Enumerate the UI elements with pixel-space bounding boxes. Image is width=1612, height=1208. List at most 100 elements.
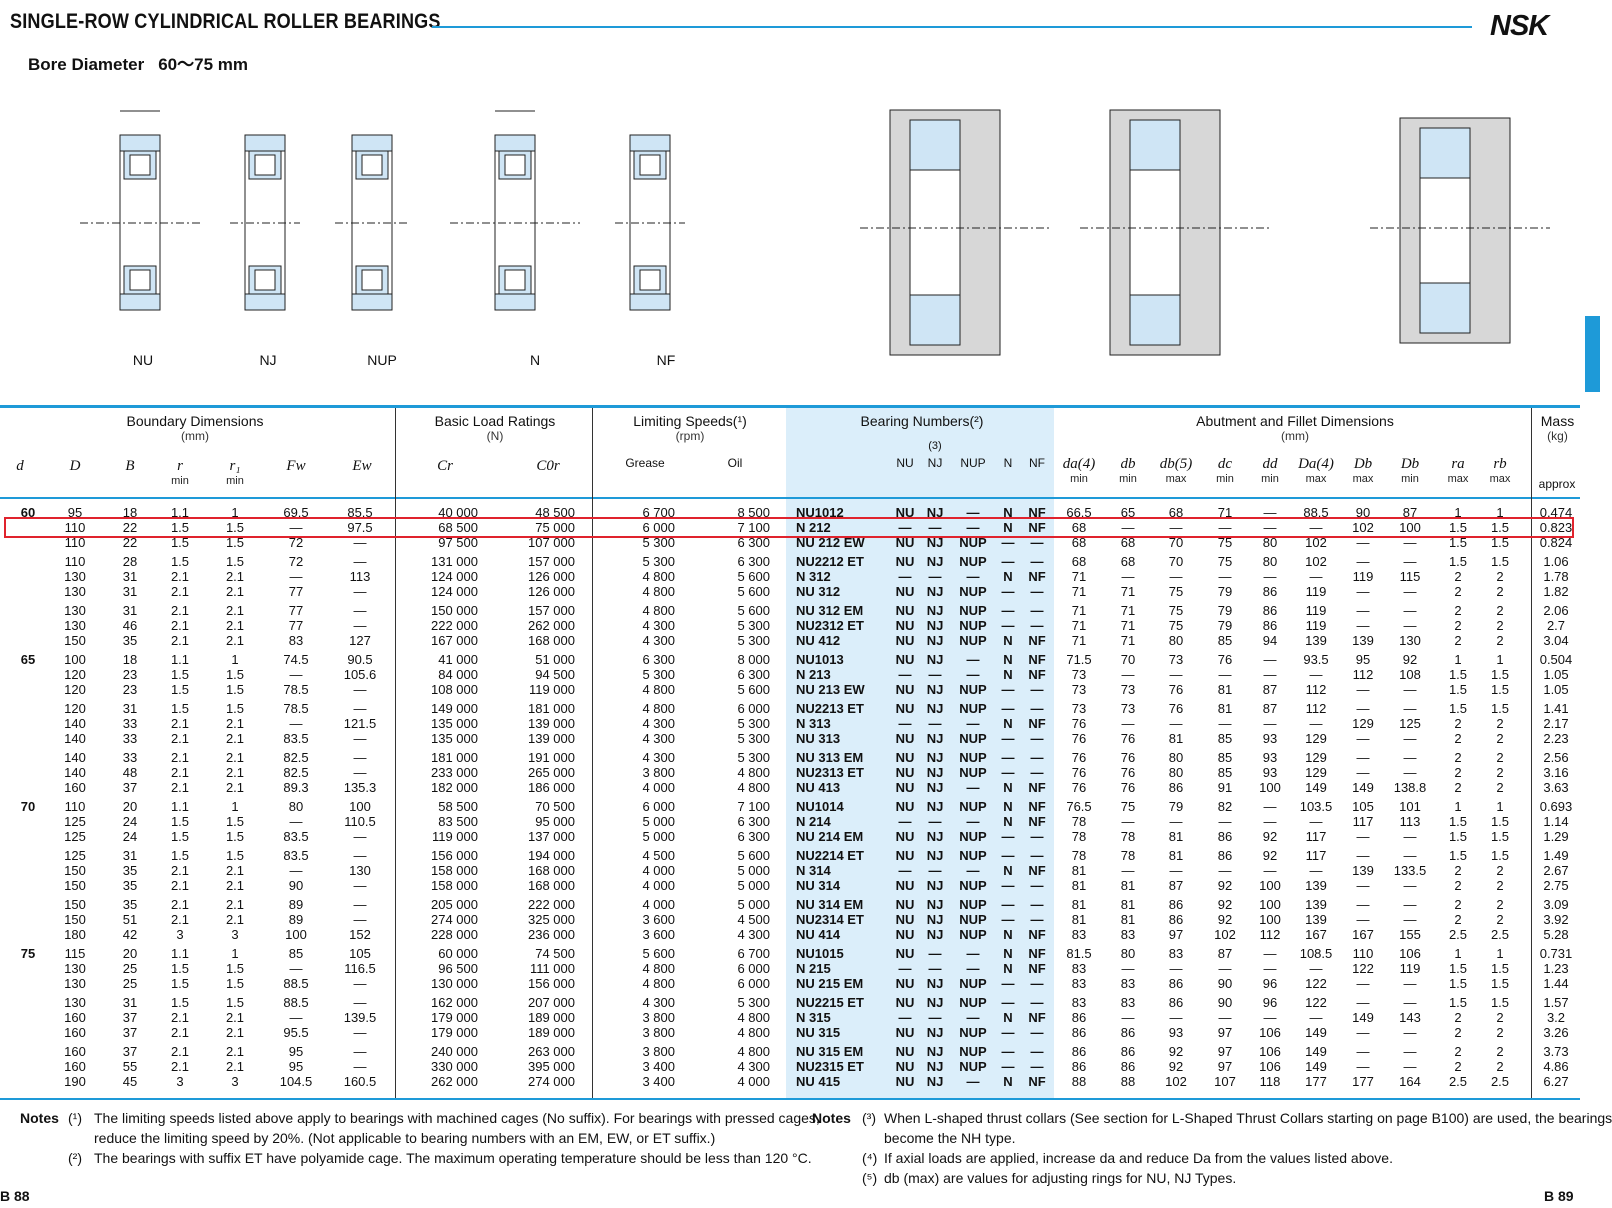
cell-bearing-number: NU2314 ET: [796, 912, 864, 927]
cell-nf: NF: [1028, 716, 1046, 731]
cell-dd: 87: [1262, 682, 1278, 697]
cell-dc: 92: [1217, 878, 1233, 893]
cell-mass: 2.67: [1543, 863, 1569, 878]
cell-Db-max: 167: [1352, 927, 1374, 942]
cell-c0r: 222 000: [528, 897, 575, 912]
cell-dd: —: [1263, 716, 1277, 731]
row-highlight[interactable]: [4, 517, 1574, 538]
cell-Da: —: [1309, 814, 1323, 829]
cell-ew: 130: [349, 863, 371, 878]
cell-c0r: 95 000: [535, 814, 575, 829]
cell-ew: —: [353, 1044, 367, 1059]
cell-oil: 4 800: [737, 765, 770, 780]
cell-da: 81.5: [1066, 946, 1092, 961]
cell-ra: 1.5: [1448, 535, 1468, 550]
cell-rb: 2: [1496, 569, 1504, 584]
cell-ew: —: [353, 603, 367, 618]
cell-cr: 40 000: [438, 505, 478, 520]
cell-fw: —: [289, 814, 303, 829]
cell-r: 2.1: [170, 750, 190, 765]
cell-fw: —: [289, 716, 303, 731]
cell-ew: —: [353, 897, 367, 912]
cell-nf: —: [1030, 750, 1044, 765]
cell-ra: 1: [1454, 946, 1462, 961]
cell-dd: —: [1263, 667, 1277, 682]
cell-r1: 1.5: [225, 961, 245, 976]
cell-Da: 112: [1305, 701, 1327, 716]
cell-cr: 181 000: [431, 750, 478, 765]
cell-nj: NJ: [926, 603, 944, 618]
cell-nu: NU: [895, 995, 915, 1010]
cell-grease: 5 000: [642, 814, 675, 829]
cell-fw: 77: [288, 584, 304, 599]
cell-c0r: 395 000: [528, 1059, 575, 1074]
cell-nup: NUP: [959, 535, 987, 550]
cell-db: 88: [1120, 1074, 1136, 1089]
cell-da: 81: [1071, 878, 1087, 893]
cell-grease: 4 300: [642, 633, 675, 648]
cell-D: 140: [64, 765, 86, 780]
cell-db: 71: [1120, 618, 1136, 633]
cell-ew: —: [353, 731, 367, 746]
cell-nup: —: [966, 863, 980, 878]
cell-db5: 70: [1168, 554, 1184, 569]
cell-db5: —: [1169, 961, 1183, 976]
group-load: Basic Load Ratings(N): [434, 413, 556, 443]
cell-grease: 4 000: [642, 863, 675, 878]
col-nu: NU: [896, 456, 914, 470]
cell-ew: —: [353, 1059, 367, 1074]
cell-r: 2.1: [170, 878, 190, 893]
cell-r: 2.1: [170, 633, 190, 648]
cell-r1: 2.1: [225, 569, 245, 584]
cell-ra: 2: [1454, 584, 1462, 599]
cell-da: 83: [1071, 927, 1087, 942]
cell-rb: 1.5: [1490, 848, 1510, 863]
cell-bearing-number: NU 314: [796, 878, 841, 893]
cell-dc: 97: [1217, 1044, 1233, 1059]
cell-nj: —: [928, 1010, 942, 1025]
cell-grease: 4 500: [642, 848, 675, 863]
cell-grease: 4 000: [642, 878, 675, 893]
cell-dd: 100: [1259, 878, 1281, 893]
cell-cr: 262 000: [431, 1074, 478, 1089]
cell-db: 76: [1120, 731, 1136, 746]
cell-c0r: 236 000: [528, 927, 575, 942]
cell-cr: 83 500: [438, 814, 478, 829]
cell-Da: 119: [1305, 603, 1327, 618]
cell-grease: 3 800: [642, 1010, 675, 1025]
group-boundary: Boundary Dimensions(mm): [126, 413, 264, 443]
cell-ra: 1.5: [1448, 995, 1468, 1010]
cell-fw: 88.5: [283, 976, 309, 991]
cell-n: —: [1001, 603, 1015, 618]
cell-nj: NJ: [926, 1059, 944, 1074]
cell-fw: —: [289, 520, 303, 535]
cell-grease: 4 800: [642, 701, 675, 716]
cell-bearing-number: NU2214 ET: [796, 848, 864, 863]
cell-oil: 6 300: [737, 829, 770, 844]
cell-db5: 92: [1168, 1059, 1184, 1074]
cell-fw: 69.5: [283, 505, 309, 520]
cell-Db-min: 138.8: [1393, 780, 1427, 795]
cell-db5: 79: [1168, 799, 1184, 814]
cell-da: 76: [1071, 750, 1087, 765]
cell-D: 130: [64, 961, 86, 976]
cell-nf: NF: [1028, 1010, 1046, 1025]
cell-da: 71: [1071, 618, 1087, 633]
diagram-nj: [230, 134, 300, 311]
cell-da: 81: [1071, 912, 1087, 927]
cell-dd: 96: [1262, 995, 1278, 1010]
cell-nu: —: [898, 569, 912, 584]
cell-nu: NU: [895, 603, 915, 618]
cell-Db-min: —: [1403, 554, 1417, 569]
group-numbers: Bearing Numbers(²): [860, 413, 984, 429]
cell-c0r: 70 500: [535, 799, 575, 814]
diagram-label-nu: NU: [132, 352, 154, 368]
cell-da: 81: [1071, 863, 1087, 878]
cell-nup: —: [966, 716, 980, 731]
cell-dc: 90: [1217, 995, 1233, 1010]
cell-cr: 274 000: [431, 912, 478, 927]
cell-nup: NUP: [959, 878, 987, 893]
section-tab[interactable]: [1585, 316, 1600, 392]
